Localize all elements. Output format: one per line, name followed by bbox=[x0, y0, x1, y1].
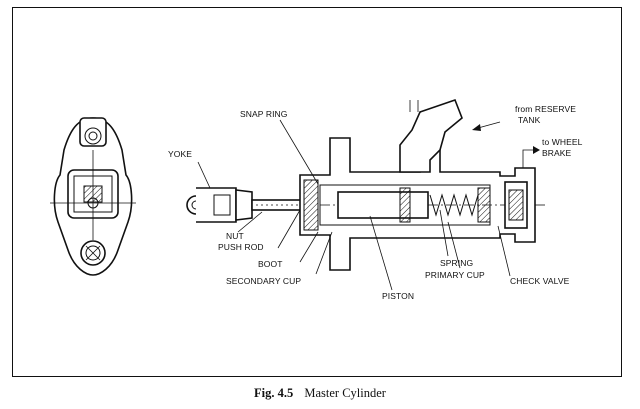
label-piston: PISTON bbox=[382, 291, 414, 301]
figure-number: Fig. 4.5 bbox=[254, 386, 294, 400]
inlet-arrow bbox=[472, 121, 501, 131]
label-spring: SPRING bbox=[440, 258, 473, 268]
end-view-flange bbox=[50, 117, 136, 276]
label-secondary-cup: SECONDARY CUP bbox=[226, 276, 301, 286]
label-reserve-tank-1: from RESERVE bbox=[515, 104, 576, 114]
reservoir-inlet-fitting bbox=[399, 98, 463, 173]
label-wheel-brake-1: to WHEEL bbox=[542, 137, 583, 147]
label-nut: NUT bbox=[226, 231, 244, 241]
label-push-rod: PUSH ROD bbox=[218, 242, 264, 252]
figure-caption: Fig. 4.5 Master Cylinder bbox=[0, 386, 640, 401]
label-snap-ring: SNAP RING bbox=[240, 109, 288, 119]
yoke-part bbox=[186, 187, 253, 223]
figure-title: Master Cylinder bbox=[304, 386, 386, 400]
label-boot: BOOT bbox=[258, 259, 283, 269]
outlet-arrow bbox=[522, 146, 540, 168]
label-check-valve: CHECK VALVE bbox=[510, 276, 570, 286]
label-wheel-brake-2: BRAKE bbox=[542, 148, 572, 158]
leader-lines bbox=[197, 119, 511, 291]
label-yoke: YOKE bbox=[168, 149, 192, 159]
part-labels: YOKE SNAP RING from RESERVE TANK to WHEE… bbox=[168, 104, 583, 301]
label-reserve-tank-2: TANK bbox=[518, 115, 541, 125]
label-primary-cup: PRIMARY CUP bbox=[425, 270, 485, 280]
